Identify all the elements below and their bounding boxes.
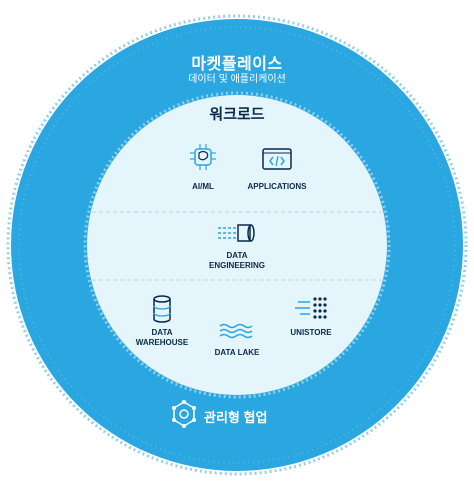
ai-ml-label: AI/ML (192, 182, 214, 191)
network-hexagon-icon (172, 400, 196, 428)
code-brackets-icon (262, 148, 292, 170)
data-warehouse-label-2: WAREHOUSE (135, 338, 189, 347)
managed-collab-label: 관리형 협업 (204, 410, 268, 425)
data-lake-label: DATA LAKE (214, 348, 260, 357)
data-engineering-label-1: DATA (226, 251, 248, 260)
dot-grid-icon (295, 297, 327, 319)
marketplace-title: 마켓플레이스 (191, 56, 283, 73)
waves-icon (219, 323, 253, 339)
workload-title: 워크로드 (209, 106, 265, 123)
data-engineering-label-2: ENGINEERING (208, 261, 265, 270)
data-warehouse-label-1: DATA (151, 328, 173, 337)
marketplace-subtitle: 데이터 및 애플리케이션 (188, 74, 286, 85)
inner-disk (87, 95, 387, 395)
brain-chip-icon (190, 144, 216, 170)
database-stack-icon (153, 295, 171, 323)
unistore-label: UNISTORE (290, 328, 332, 337)
inner-speckle (83, 91, 391, 399)
outer-texture (18, 26, 456, 464)
data-pipe-icon (218, 224, 255, 242)
outer-speckle (6, 14, 468, 476)
applications-label: APPLICATIONS (247, 182, 307, 191)
